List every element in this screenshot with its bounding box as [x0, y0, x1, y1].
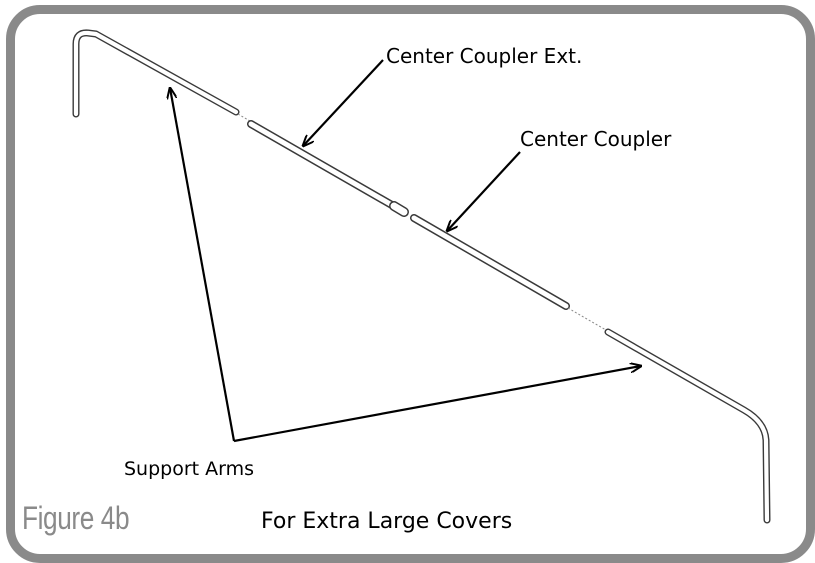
- support-arms-label: Support Arms: [124, 458, 255, 480]
- rounded-border: [6, 5, 815, 563]
- figure-number: Figure 4b: [22, 500, 130, 536]
- connector-dash-1: [237, 113, 251, 122]
- connector-dash-2: [567, 307, 607, 331]
- arrow-center-coupler-ext: [303, 59, 384, 146]
- arrow-center-coupler: [447, 151, 521, 231]
- arrow-support-arm-right: [233, 366, 641, 443]
- center-coupler-ext-label: Center Coupler Ext.: [386, 44, 583, 68]
- arrow-support-arm-left: [170, 88, 236, 442]
- figure-caption: For Extra Large Covers: [261, 509, 513, 534]
- left-support-arm: [72, 29, 240, 118]
- right-support-arm: [604, 328, 771, 524]
- center-coupler-label: Center Coupler: [520, 127, 672, 151]
- center-coupler-tube: [410, 214, 570, 310]
- center-coupler-ext-tube: [247, 120, 409, 217]
